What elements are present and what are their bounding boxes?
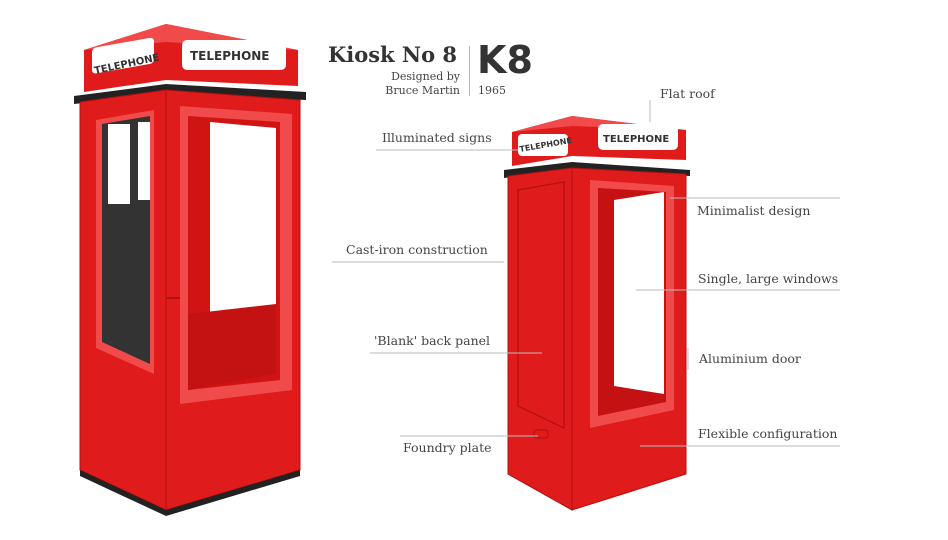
right-sign-text-side: TELEPHONE	[603, 134, 669, 145]
label-cast-iron: Cast-iron construction	[346, 242, 488, 257]
kiosk-left-illustration: TELEPHONE TELEPHONE	[74, 24, 306, 516]
label-flat-roof: Flat roof	[660, 86, 715, 101]
kiosk-right-illustration: TELEPHONE TELEPHONE	[504, 116, 690, 511]
title-block: Kiosk No 8 Designed by Bruce Martin K8 1…	[322, 38, 542, 102]
title-divider	[469, 46, 470, 96]
designer-credit: Designed by Bruce Martin	[385, 70, 460, 98]
label-flexible-configuration: Flexible configuration	[698, 426, 838, 441]
label-minimalist-design: Minimalist design	[697, 203, 811, 218]
label-aluminium-door: Aluminium door	[699, 351, 801, 366]
right-sign-side	[598, 124, 678, 150]
label-foundry-plate: Foundry plate	[403, 440, 492, 455]
right-sign-front	[518, 134, 568, 156]
left-sign-side	[182, 40, 286, 70]
left-sign-front	[92, 37, 154, 74]
model-year: 1965	[478, 84, 506, 97]
label-blank-back-panel: 'Blank' back panel	[374, 333, 491, 348]
label-illuminated-signs: Illuminated signs	[382, 130, 492, 145]
label-single-windows: Single, large windows	[698, 271, 839, 286]
designer-line-2: Bruce Martin	[385, 84, 460, 97]
designer-line-1: Designed by	[391, 70, 460, 83]
left-sign-text-side: TELEPHONE	[190, 49, 270, 63]
model-code: K8	[477, 38, 533, 82]
page-title: Kiosk No 8	[328, 42, 458, 67]
